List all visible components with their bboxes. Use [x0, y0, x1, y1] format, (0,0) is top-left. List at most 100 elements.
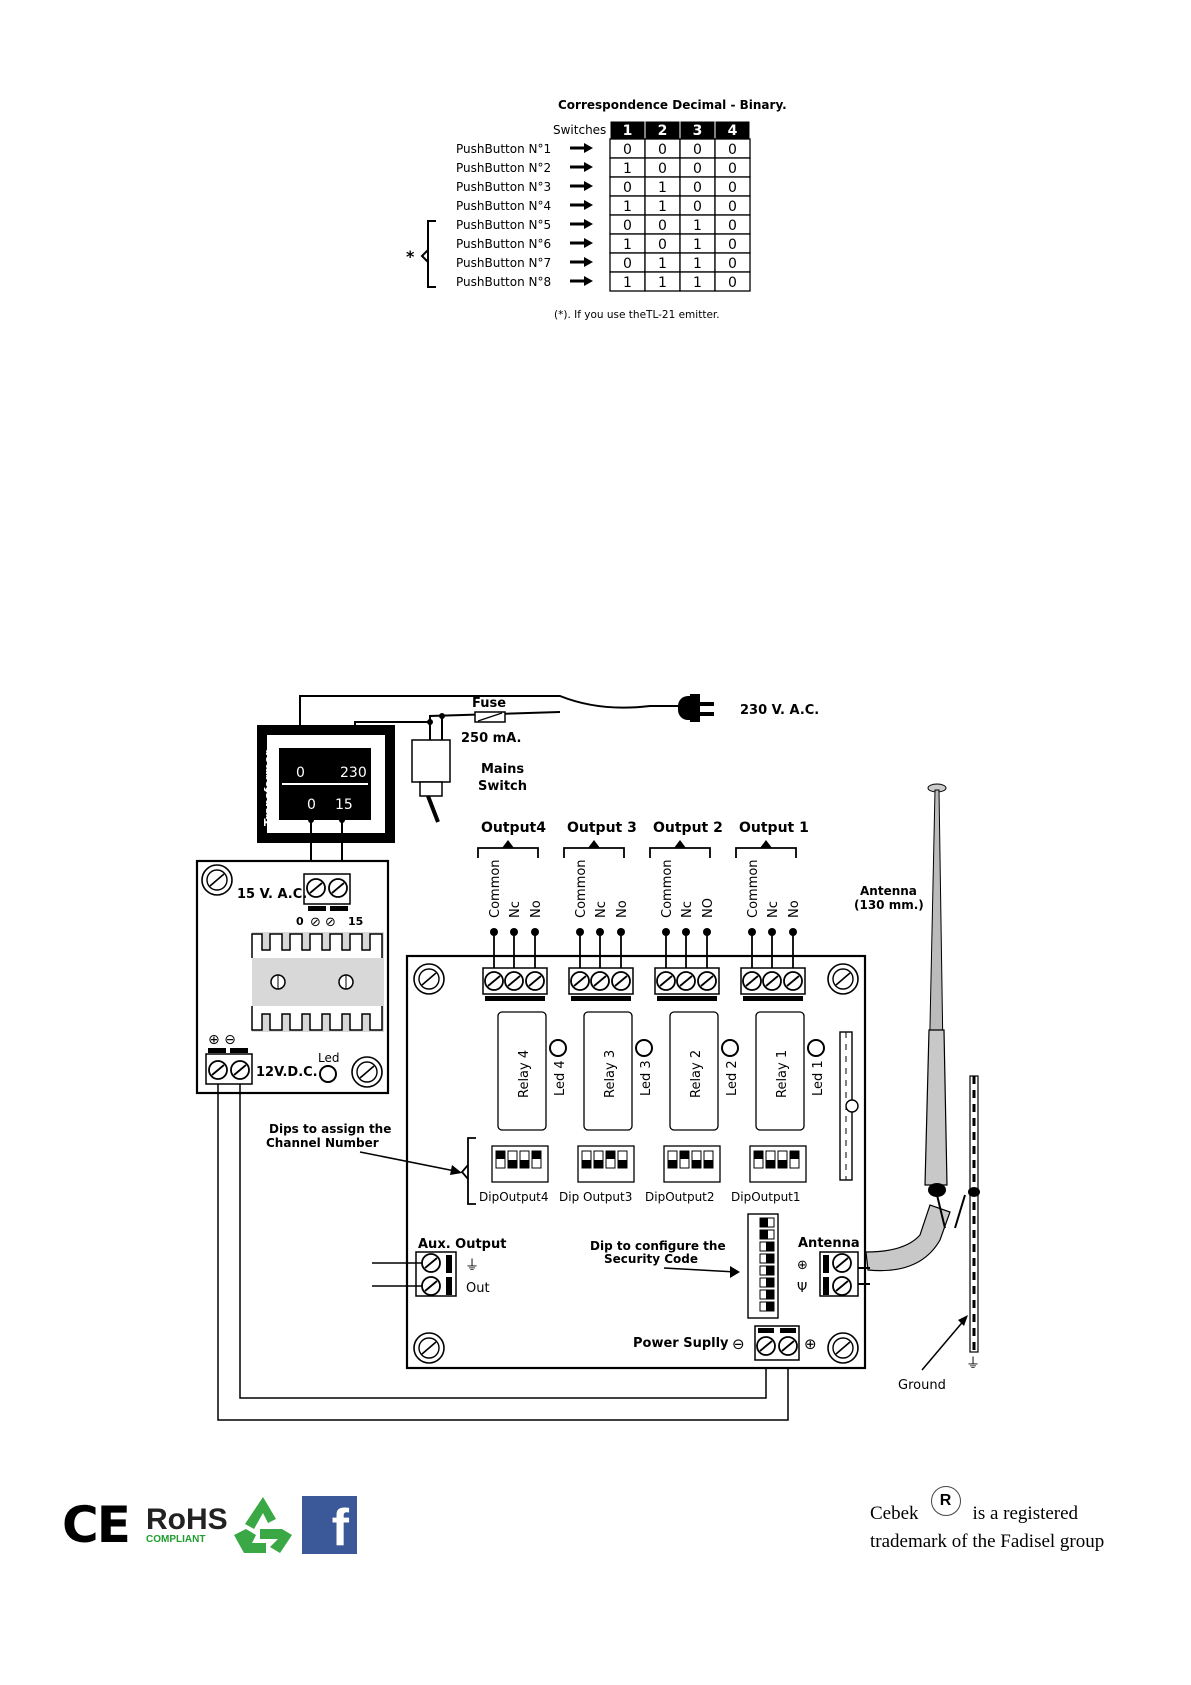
rohs-logo: RoHS COMPLIANT	[146, 1505, 228, 1545]
arrow-head-icon	[584, 143, 593, 153]
terminal-dot	[490, 928, 498, 936]
table-cell: 0	[693, 180, 702, 196]
dip-lever	[766, 1160, 775, 1168]
terminal-label: No	[787, 900, 802, 918]
table-cell: 0	[623, 180, 632, 196]
bracket	[427, 220, 436, 288]
antenna-icon	[858, 783, 966, 1285]
table-cell: 1	[623, 199, 632, 215]
relay-label: Relay 1	[775, 1050, 790, 1098]
terminal-dot	[617, 928, 625, 936]
mount-hole-icon	[827, 1332, 859, 1364]
aux-out-label: Out	[466, 1281, 490, 1296]
terminal-label: Common	[488, 859, 503, 918]
screw-icon	[697, 971, 717, 991]
terminal-dot	[596, 928, 604, 936]
mount-hole-icon	[827, 963, 859, 995]
minus-icon: ⊖	[732, 1335, 745, 1353]
mains-cable	[299, 695, 678, 785]
security-dip-lever	[766, 1278, 774, 1287]
mains-switch-label: Mains	[481, 762, 524, 777]
dip-lever	[754, 1151, 763, 1159]
facebook-icon[interactable]: f	[302, 1496, 357, 1557]
terminal-label: No	[529, 900, 544, 918]
terminal-label: No	[615, 900, 630, 918]
screw-icon	[762, 971, 782, 991]
row-label: PushButton N°3	[456, 180, 551, 194]
facebook-letter: f	[331, 1499, 349, 1557]
mount-hole-icon	[413, 1332, 445, 1364]
antenna-ground-icon: ⊕	[797, 1258, 808, 1273]
table-cell: 1	[693, 218, 702, 234]
relay-body	[497, 1011, 547, 1131]
certification-logos: CE RoHS COMPLIANT f	[62, 1495, 357, 1557]
table-cell: 1	[623, 237, 632, 253]
row-label: PushButton N°5	[456, 218, 551, 232]
dip-lever	[704, 1160, 713, 1168]
relay-body	[755, 1011, 805, 1131]
security-dip-lever	[760, 1230, 768, 1239]
output-bracket	[649, 847, 711, 858]
row-label: PushButton N°7	[456, 256, 551, 270]
psu-output-label: 12V.D.C.	[256, 1065, 318, 1080]
dip-output-label: DipOutput4	[479, 1190, 549, 1204]
row-label: PushButton N°1	[456, 142, 551, 156]
security-dip-lever	[766, 1254, 774, 1263]
ac-symbol-icon: ⊘ ⊘	[310, 915, 336, 930]
table-cell: 0	[728, 275, 737, 291]
mains-voltage: 230 V. A.C.	[740, 703, 819, 718]
security-dip-lever	[760, 1218, 768, 1227]
output-bracket-tip	[502, 840, 514, 848]
registered-icon: R	[930, 1486, 961, 1516]
psu-input-label: 15 V. A.C.	[237, 887, 307, 902]
transformer-secondary-0: 0	[307, 797, 316, 813]
antenna-label: Antenna	[798, 1236, 860, 1251]
led-label: Led 4	[553, 1060, 568, 1096]
table-cell: 0	[623, 218, 632, 234]
table-cell: 0	[658, 237, 667, 253]
table-cell: 0	[728, 237, 737, 253]
output-bracket	[563, 847, 625, 858]
security-dip-switch	[747, 1213, 779, 1319]
row-label: PushButton N°2	[456, 161, 551, 175]
security-dip-lever	[766, 1242, 774, 1251]
output-label: Output 3	[567, 820, 637, 836]
recycle-icon	[234, 1497, 292, 1553]
arrow-head-icon	[584, 276, 593, 286]
screw-icon	[504, 971, 524, 991]
psu-board	[195, 859, 390, 1095]
terminal-dot	[662, 928, 670, 936]
terminal-dot	[703, 928, 711, 936]
table-cell: 1	[623, 275, 632, 291]
led-icon	[807, 1039, 825, 1057]
fuse-line	[477, 712, 503, 722]
screw-icon	[570, 971, 590, 991]
relay-label: Relay 3	[603, 1050, 618, 1098]
mount-hole-icon	[413, 963, 445, 995]
column-header: 4	[728, 123, 738, 139]
table-cell: 0	[658, 142, 667, 158]
table-cell: 1	[623, 161, 632, 177]
output-bracket-tip	[588, 840, 600, 848]
ground-label: Ground	[898, 1378, 946, 1393]
ce-mark: CE	[62, 1496, 131, 1554]
led-label: Led 3	[639, 1060, 654, 1096]
table-cell: 0	[658, 161, 667, 177]
dip-lever	[692, 1160, 701, 1168]
terminal-dot	[682, 928, 690, 936]
led-icon	[635, 1039, 653, 1057]
terminal-label: Common	[660, 859, 675, 918]
table-cell: 1	[693, 237, 702, 253]
psu-led-label: Led	[318, 1051, 339, 1065]
arrow-head-icon	[584, 181, 593, 191]
dip-lever	[508, 1160, 517, 1168]
terminal-label: Nc	[508, 901, 523, 918]
terminal-dot	[576, 928, 584, 936]
mains-switch-icon	[411, 713, 451, 823]
screw-icon	[676, 971, 696, 991]
trademark-notice: CebekRis a registered trademark of the F…	[870, 1486, 1104, 1553]
terminal-base	[571, 996, 631, 1001]
dips-note: Dips to assign the	[269, 1122, 391, 1136]
terminal-base	[485, 996, 545, 1001]
